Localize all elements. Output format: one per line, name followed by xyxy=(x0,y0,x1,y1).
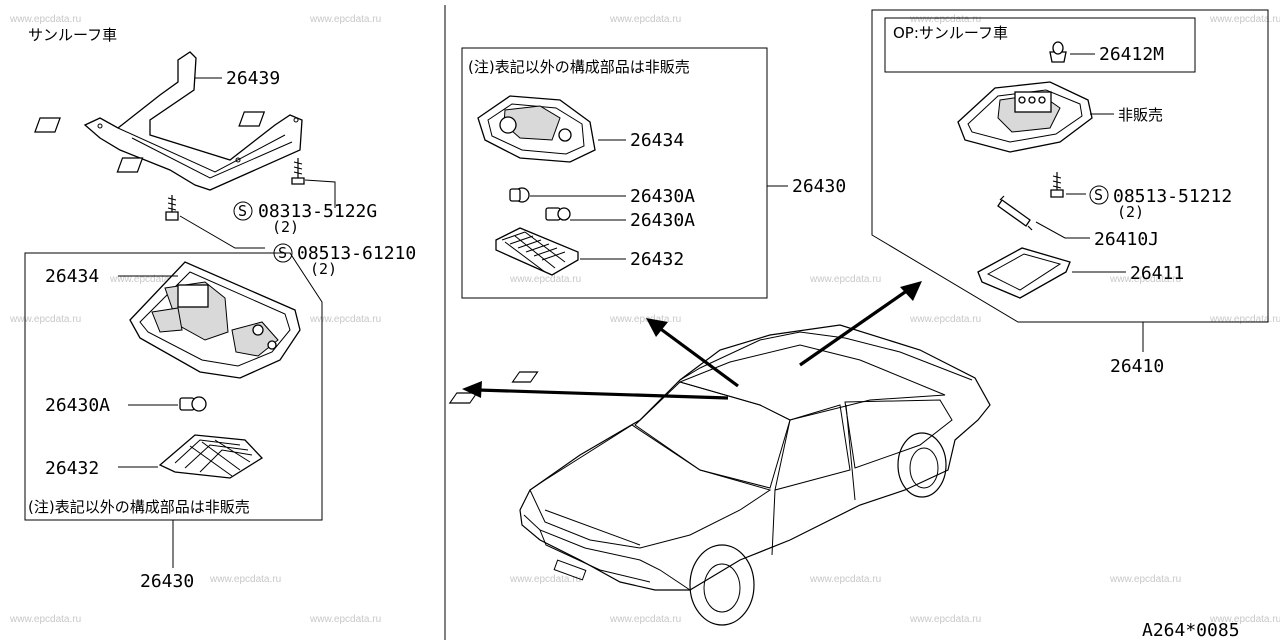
watermark: www.epcdata.ru xyxy=(1209,314,1280,325)
watermark: www.epcdata.ru xyxy=(1109,274,1181,285)
watermark: www.epcdata.ru xyxy=(1209,14,1280,25)
part-label-26410J: 26410J xyxy=(1094,229,1159,250)
right-section: OP:サンルーフ車 26412M 非販売 S 08513-51212 (2) xyxy=(871,9,1269,377)
switch-icon xyxy=(1049,41,1067,63)
part-label-26410: 26410 xyxy=(1110,356,1164,377)
part-label-26430A: 26430A xyxy=(630,186,695,207)
watermark: www.epcdata.ru xyxy=(209,574,281,585)
watermark: www.epcdata.ru xyxy=(9,314,81,325)
arrow-head-icon xyxy=(462,381,482,398)
watermark: www.epcdata.ru xyxy=(609,314,681,325)
watermark: www.epcdata.ru xyxy=(609,614,681,625)
part-label-26430A: 26430A xyxy=(45,395,110,416)
map-lamp-housing-drawing xyxy=(129,261,301,379)
lens-drawing xyxy=(977,247,1071,299)
festoon-bulb-icon xyxy=(997,195,1033,231)
part-label-08513-61210: 08513-61210 xyxy=(297,243,416,264)
screw-icon xyxy=(165,195,179,221)
watermark: www.epcdata.ru xyxy=(509,274,581,285)
car-drawing xyxy=(448,324,991,626)
leader-line xyxy=(1035,221,1090,239)
s-mark-glyph: S xyxy=(238,202,247,220)
watermark-layer: www.epcdata.ru www.epcdata.ru www.epcdat… xyxy=(9,14,1280,625)
watermark: www.epcdata.ru xyxy=(909,614,981,625)
roof-bracket-drawing xyxy=(34,51,303,191)
middle-section: (注)表記以外の構成部品は非販売 26434 26430A 26430A 264… xyxy=(461,47,846,299)
watermark: www.epcdata.ru xyxy=(909,14,981,25)
arrow-to-middle-box xyxy=(657,325,739,388)
roof-lamp-location-icon xyxy=(511,371,539,383)
watermark: www.epcdata.ru xyxy=(1209,614,1280,625)
part-label-26434: 26434 xyxy=(45,266,99,287)
leader-line xyxy=(304,179,336,208)
map-lamp-housing-drawing xyxy=(477,95,596,163)
part-label-26439: 26439 xyxy=(226,68,280,89)
watermark: www.epcdata.ru xyxy=(9,14,81,25)
quantity-label: (2) xyxy=(272,218,299,236)
watermark: www.epcdata.ru xyxy=(109,274,181,285)
watermark: www.epcdata.ru xyxy=(309,14,381,25)
variant-title: サンルーフ車 xyxy=(28,26,117,44)
quantity-label: (2) xyxy=(310,260,337,278)
standard-part-mark-icon xyxy=(1089,185,1109,205)
arrow-to-right-box xyxy=(799,288,909,367)
watermark: www.epcdata.ru xyxy=(609,14,681,25)
arrow-head-icon xyxy=(646,318,668,337)
not-sold-note: (注)表記以外の構成部品は非販売 xyxy=(28,498,250,516)
option-note: OP:サンルーフ車 xyxy=(893,24,1008,42)
part-label-26430: 26430 xyxy=(140,571,194,592)
front-lamp-location-icon xyxy=(448,392,478,404)
diagram-code: A264*0085 xyxy=(1142,620,1240,640)
part-label-26411: 26411 xyxy=(1130,263,1184,284)
bulb-icon xyxy=(179,396,207,412)
part-label-26430A: 26430A xyxy=(630,210,695,231)
callout-arrows xyxy=(462,281,922,400)
assembly-box-left xyxy=(24,252,323,521)
screw-icon xyxy=(1050,172,1064,198)
part-label-26432: 26432 xyxy=(45,458,99,479)
watermark: www.epcdata.ru xyxy=(1109,574,1181,585)
watermark: www.epcdata.ru xyxy=(309,614,381,625)
watermark: www.epcdata.ru xyxy=(809,574,881,585)
arrow-head-icon xyxy=(900,281,922,301)
part-label-26412M: 26412M xyxy=(1099,44,1164,65)
standard-part-mark-icon xyxy=(233,201,253,221)
leader-line xyxy=(179,215,265,249)
not-sold-label: 非販売 xyxy=(1118,106,1163,124)
screw-icon xyxy=(291,158,305,185)
watermark: www.epcdata.ru xyxy=(509,574,581,585)
part-label-08513-51212: 08513-51212 xyxy=(1113,186,1232,207)
watermark: www.epcdata.ru xyxy=(9,614,81,625)
bulb-icon xyxy=(545,207,571,221)
lamp-housing-drawing xyxy=(957,81,1093,153)
watermark: www.epcdata.ru xyxy=(309,314,381,325)
not-sold-note: (注)表記以外の構成部品は非販売 xyxy=(468,58,690,76)
watermark: www.epcdata.ru xyxy=(809,274,881,285)
s-mark-glyph: S xyxy=(1094,186,1103,204)
assembly-box-right xyxy=(871,9,1269,323)
part-label-26430: 26430 xyxy=(792,176,846,197)
lens-drawing xyxy=(158,434,264,479)
option-note-box xyxy=(884,17,1196,73)
watermark: www.epcdata.ru xyxy=(909,314,981,325)
bulb-icon xyxy=(509,187,530,203)
arrow-to-left-box xyxy=(477,388,729,400)
assembly-box-middle xyxy=(461,47,768,299)
part-label-26432: 26432 xyxy=(630,249,684,270)
left-section: サンルーフ車 26439 S 08313-5122G (2) xyxy=(24,26,416,592)
quantity-label: (2) xyxy=(1117,203,1144,221)
lens-drawing xyxy=(495,227,579,276)
part-label-26434: 26434 xyxy=(630,130,684,151)
part-label-08313-5122G: 08313-5122G xyxy=(258,201,377,222)
